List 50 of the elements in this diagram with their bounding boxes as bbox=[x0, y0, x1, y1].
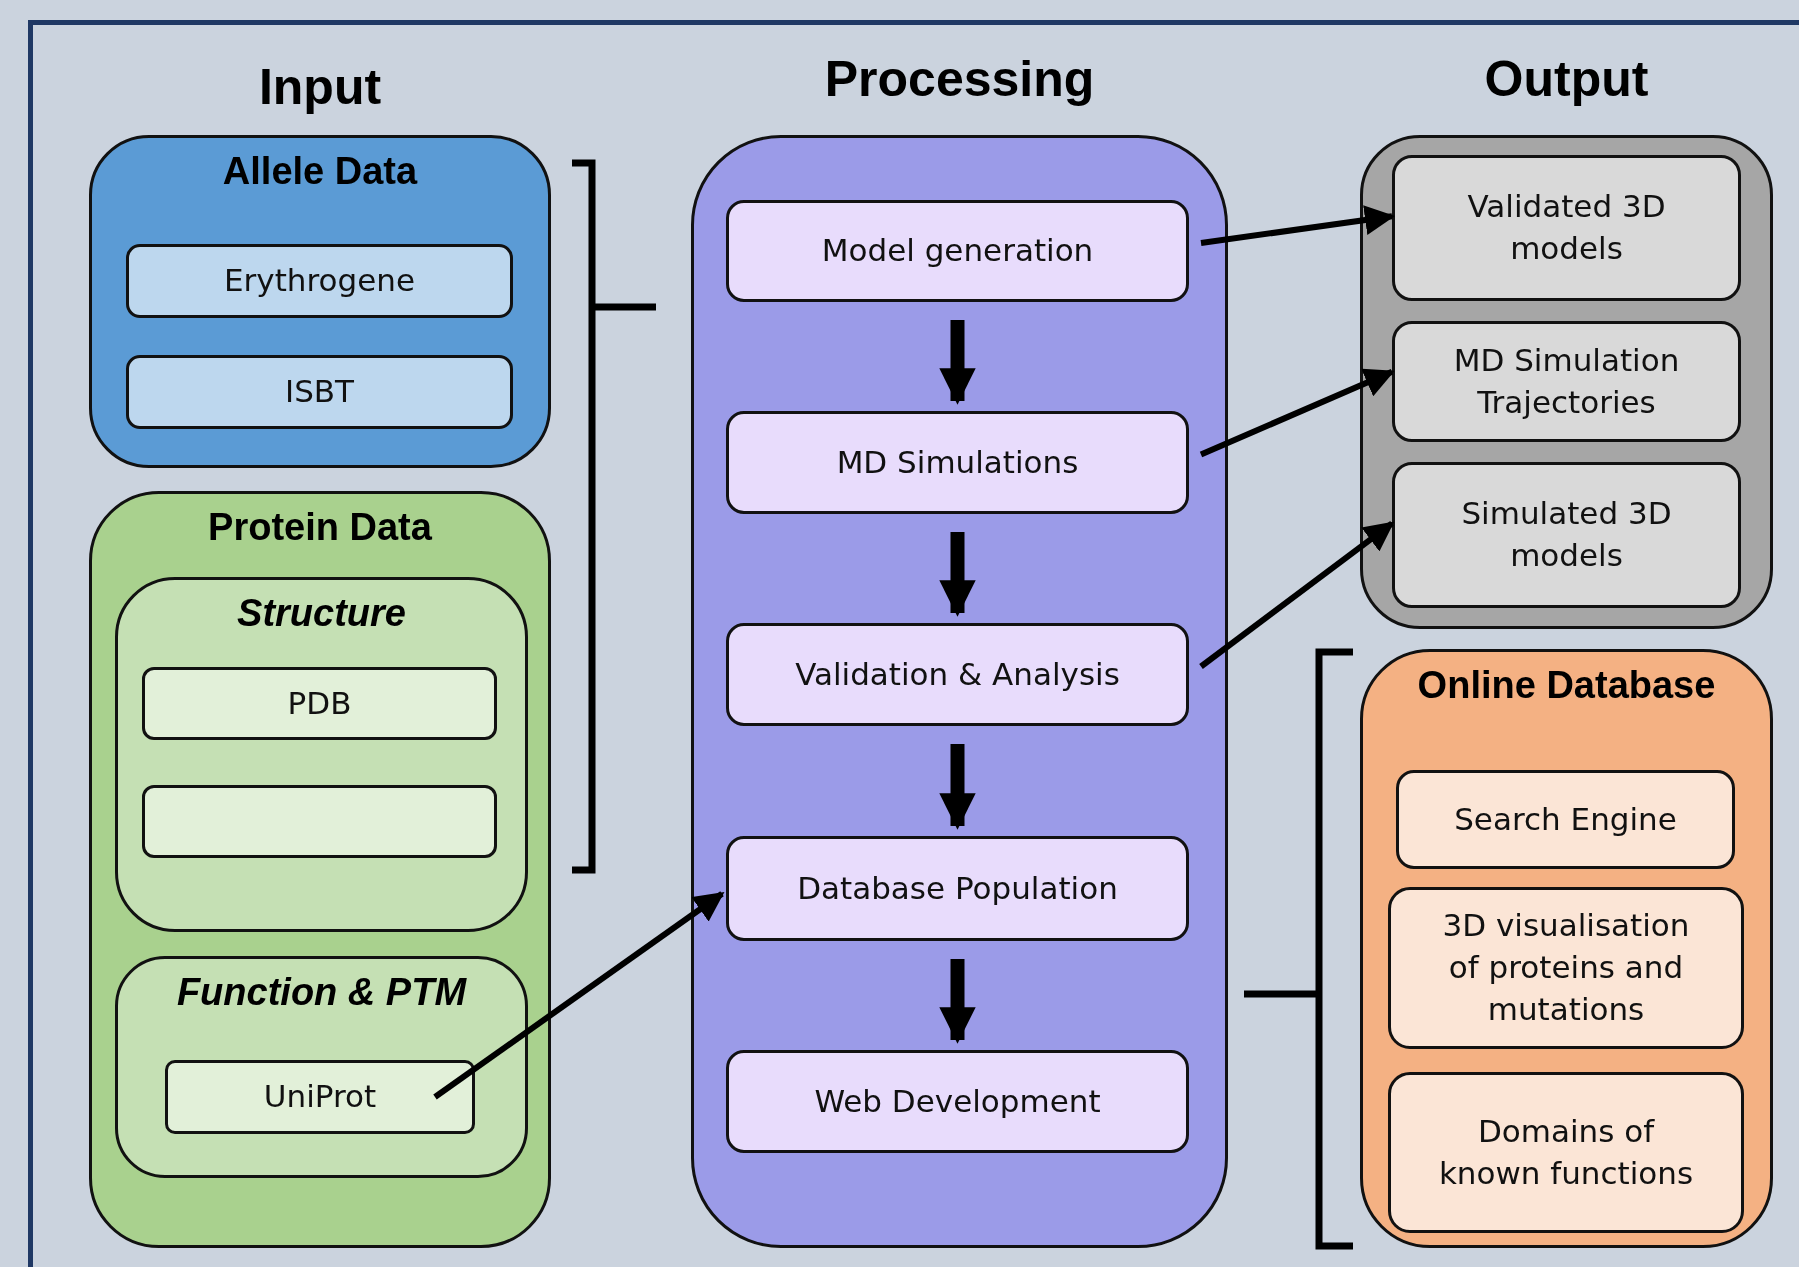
box-label: Domains of known functions bbox=[1437, 1111, 1695, 1193]
box-label: Model generation bbox=[821, 231, 1094, 271]
process-box bbox=[726, 836, 1189, 941]
box-label: MD Simulation Trajectories bbox=[1452, 340, 1681, 422]
box-label: Validation & Analysis bbox=[795, 654, 1120, 694]
panel-heading: Structure bbox=[236, 592, 407, 635]
box-label: 3D visualisation of proteins and mutations bbox=[1441, 906, 1691, 1029]
process-box bbox=[1396, 770, 1735, 869]
group-panel bbox=[89, 491, 551, 1248]
group-panel bbox=[115, 577, 528, 932]
box-label: ISBT bbox=[285, 372, 354, 412]
box-label: MD Simulations bbox=[836, 442, 1079, 482]
box-label: Search Engine bbox=[1454, 799, 1677, 839]
box-label: PDB bbox=[287, 683, 352, 723]
block-arrow bbox=[939, 959, 976, 1044]
arrow bbox=[1200, 205, 1395, 246]
panel-heading: Processing bbox=[823, 50, 1096, 108]
group-panel bbox=[115, 956, 528, 1178]
process-box bbox=[1388, 1072, 1744, 1233]
box-label: Erythrogene bbox=[224, 261, 415, 301]
panel-heading: Online Database bbox=[1416, 664, 1717, 707]
box-label: Database Population bbox=[797, 868, 1118, 908]
block-arrow bbox=[939, 532, 976, 617]
process-box bbox=[726, 1050, 1189, 1153]
process-box bbox=[142, 667, 497, 740]
panel-heading: Function & PTM bbox=[175, 971, 468, 1014]
box-label: Simulated 3D models bbox=[1460, 494, 1673, 575]
group-panel bbox=[89, 135, 551, 468]
box-label: Web Development bbox=[814, 1081, 1101, 1121]
process-box bbox=[726, 200, 1189, 302]
panel-heading: Allele Data bbox=[221, 150, 419, 193]
process-box bbox=[1392, 462, 1741, 608]
process-box bbox=[1388, 887, 1744, 1049]
box-label: UniProt bbox=[263, 1077, 377, 1117]
panel-heading: Output bbox=[1483, 50, 1650, 108]
arrow bbox=[433, 891, 725, 1100]
block-arrow bbox=[939, 320, 976, 405]
process-box bbox=[126, 244, 513, 318]
box-shape bbox=[142, 785, 497, 858]
process-box bbox=[1392, 321, 1741, 442]
process-box bbox=[726, 623, 1189, 726]
process-box bbox=[726, 411, 1189, 514]
group-panel bbox=[1360, 649, 1773, 1248]
process-box bbox=[1392, 155, 1741, 301]
panel-heading: Protein Data bbox=[207, 506, 433, 549]
box-label: Validated 3D models bbox=[1466, 187, 1667, 268]
column-heading: Input bbox=[257, 58, 383, 116]
process-box bbox=[165, 1060, 475, 1134]
process-box bbox=[126, 355, 513, 429]
block-arrow bbox=[939, 744, 976, 830]
